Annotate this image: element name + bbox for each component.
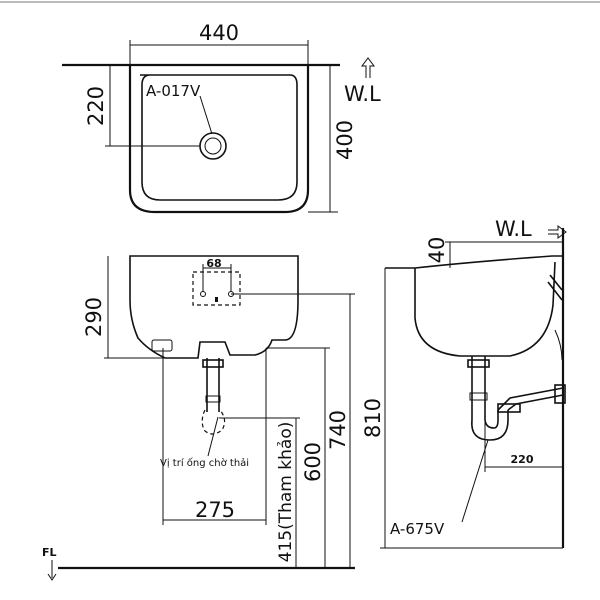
floor-label: FL [42, 546, 57, 559]
top-view-drain-inner [204, 137, 222, 155]
top-view-basin-outline [128, 65, 310, 214]
side-view: W.L 40 810 220 A-675V [361, 217, 567, 549]
p-trap-outer [471, 410, 509, 441]
side-view-bracket [547, 274, 563, 301]
dim-415-ref: 415(Tham khảo) [276, 422, 296, 563]
part-label-a675v: A-675V [390, 520, 445, 538]
dim-220-side: 220 [511, 453, 534, 466]
dim-740: 740 [326, 410, 350, 450]
front-view: 68 290 275 Vị trí ống chờ thải FL 415(Th… [42, 255, 355, 581]
trap-arm [497, 387, 564, 411]
dim-275: 275 [195, 498, 235, 522]
top-view-basin-inner [140, 74, 298, 201]
leader-drain-note [207, 416, 219, 457]
dim-40: 40 [425, 237, 449, 264]
side-view-basin [414, 261, 556, 357]
top-view-drain-outer [199, 132, 227, 160]
dim-290: 290 [82, 297, 106, 337]
bolt-left [200, 291, 206, 297]
leader-a017v [199, 95, 213, 135]
floor-arrow-icon [47, 566, 57, 581]
dim-400: 400 [333, 120, 357, 160]
dim-68: 68 [206, 257, 221, 270]
dim-810: 810 [361, 398, 385, 438]
dim-440: 440 [199, 21, 239, 45]
side-view-rim [385, 255, 562, 269]
drain-position-note: Vị trí ống chờ thải [160, 457, 249, 469]
top-view-wl-label: W.L [344, 82, 381, 106]
part-label-a017v: A-017V [146, 82, 201, 100]
side-view-wl-label: W.L [495, 217, 532, 241]
dim-220: 220 [84, 86, 108, 126]
bolt-box [192, 271, 241, 306]
front-view-basin [129, 255, 299, 359]
top-view: 440 220 400 A-017V W.L [62, 21, 381, 214]
side-wall-arrow-icon [548, 225, 567, 239]
leader-a675v [461, 439, 489, 523]
dim-600: 600 [301, 442, 325, 482]
trap-outline [201, 409, 226, 435]
wall-line-arrow-icon [361, 57, 375, 78]
